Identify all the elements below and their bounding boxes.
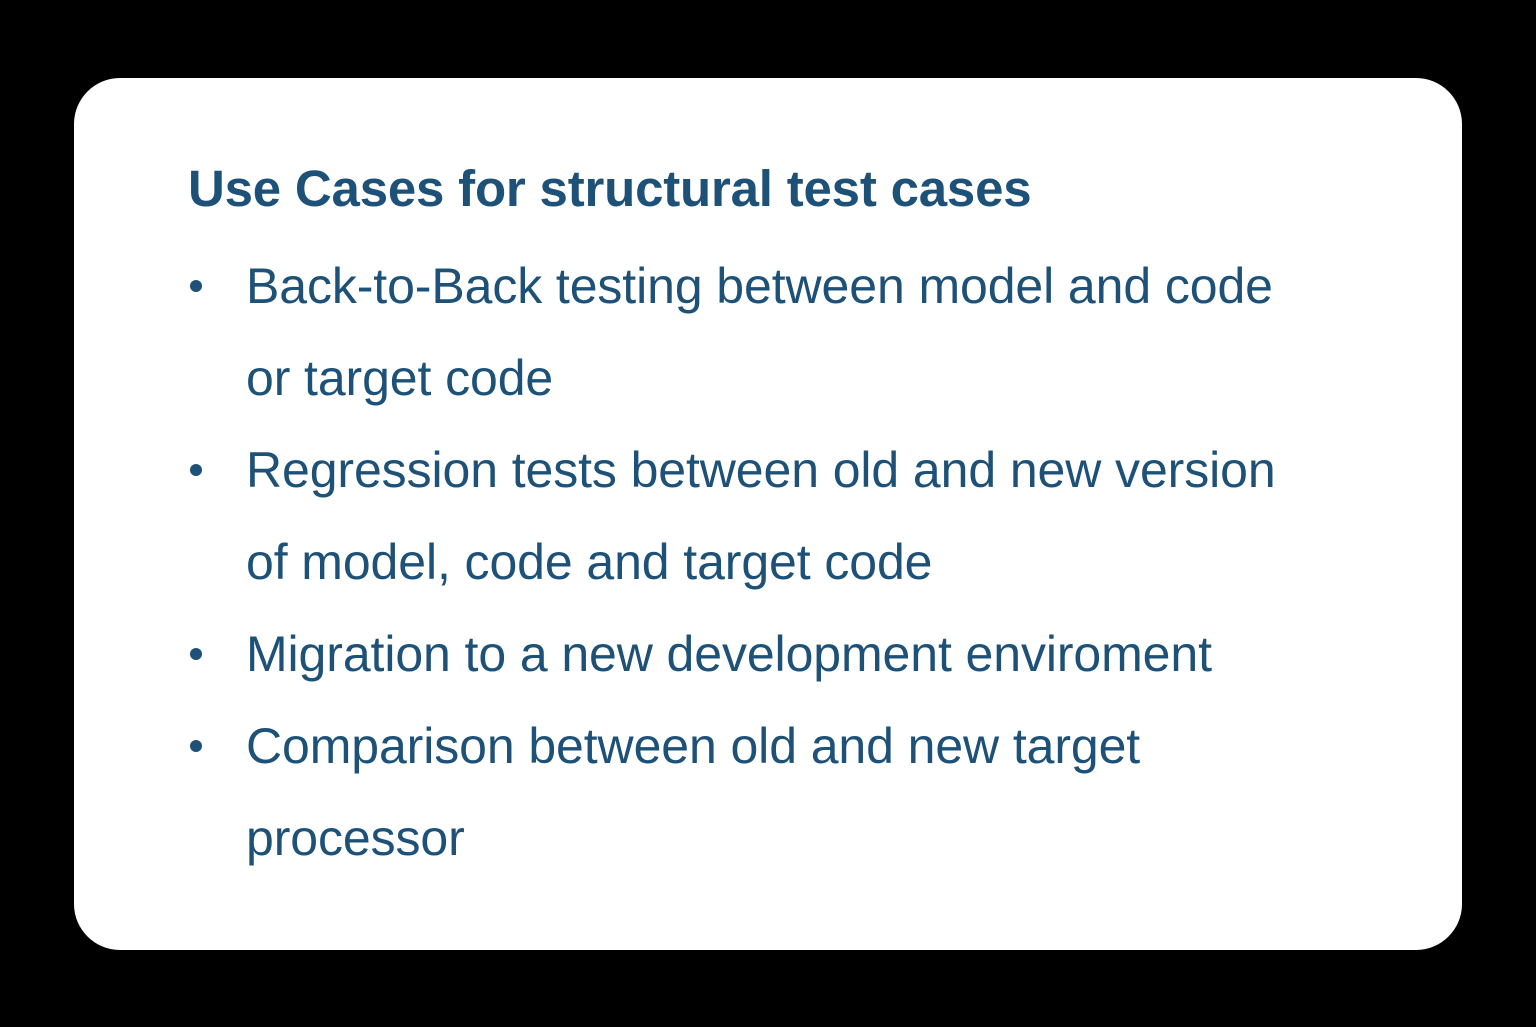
page-title: Use Cases for structural test cases [188, 160, 1032, 217]
list-item: Regression tests between old and new ver… [188, 424, 1321, 608]
bullet-dot-icon [190, 280, 202, 292]
list-item-label: Migration to a new development enviromen… [246, 626, 1212, 682]
bullet-dot-icon [190, 648, 202, 660]
bullet-dot-icon [190, 740, 202, 752]
list-item-label: Comparison between old and new target pr… [246, 718, 1141, 866]
list-item-label: Back-to-Back testing between model and c… [246, 258, 1273, 406]
list-item: Migration to a new development enviromen… [188, 608, 1321, 700]
card-content: Use Cases for structural test cases Back… [188, 158, 1422, 884]
bullet-dot-icon [190, 464, 202, 476]
list-item: Back-to-Back testing between model and c… [188, 240, 1321, 424]
use-case-list: Back-to-Back testing between model and c… [188, 240, 1422, 884]
list-item: Comparison between old and new target pr… [188, 700, 1321, 884]
list-item-label: Regression tests between old and new ver… [246, 442, 1276, 590]
content-card: Use Cases for structural test cases Back… [74, 78, 1462, 950]
